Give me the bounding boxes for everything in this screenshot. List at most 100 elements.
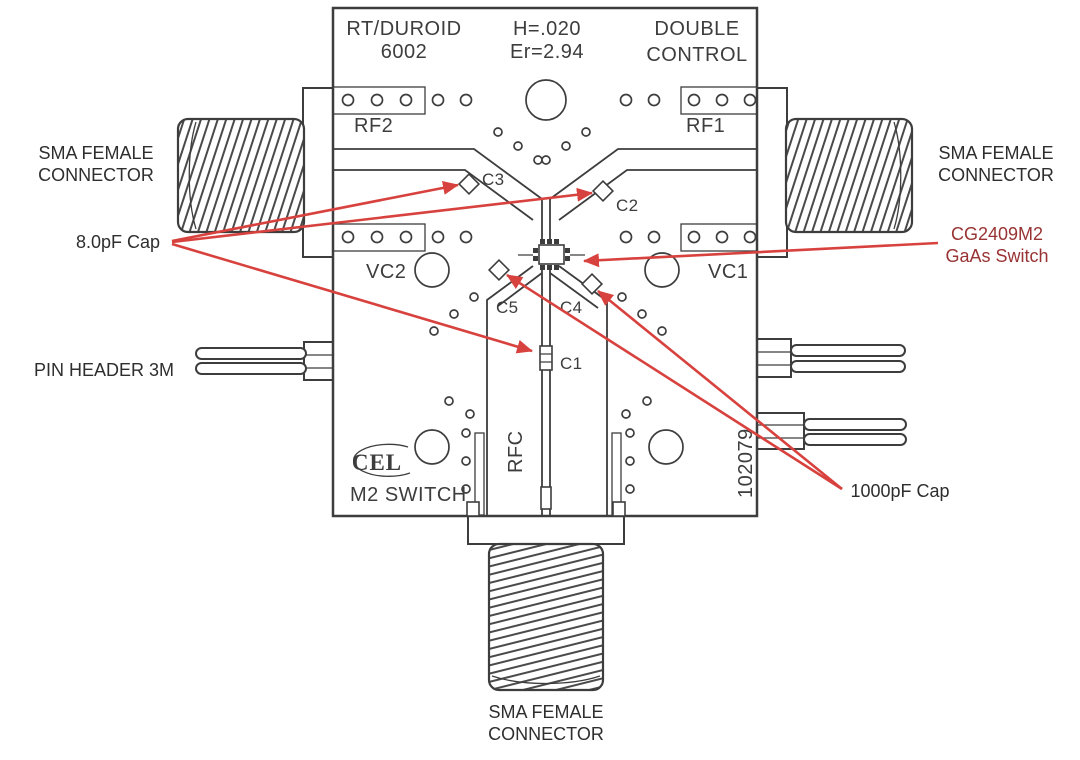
switch-pin — [533, 248, 538, 253]
sma-right-endcap-curve — [893, 121, 902, 230]
callout-sma-right-line2: CONNECTOR — [938, 165, 1054, 185]
sma-connector-right — [756, 87, 914, 258]
footprint-bracket-top-left — [332, 86, 426, 115]
footprint-bracket-top-right — [680, 86, 758, 115]
via-hole — [370, 93, 384, 107]
sma-left-flange — [302, 87, 334, 258]
callout-labels: SMA FEMALE CONNECTOR 8.0pF Cap PIN HEADE… — [34, 143, 1054, 744]
refdes-c1: C1 — [560, 354, 582, 373]
refdes-c3: C3 — [482, 170, 504, 189]
via-hole — [429, 326, 439, 336]
mounting-hole-top-center — [525, 79, 567, 121]
port-label-rfc: RFC — [505, 430, 527, 473]
sma-bottom-pad-right — [612, 501, 626, 517]
via-hole — [399, 93, 413, 107]
callout-1000pf-cap: 1000pF Cap — [850, 481, 949, 501]
via-hole — [619, 230, 633, 244]
via-hole — [461, 484, 471, 494]
switch-body — [538, 244, 565, 265]
pin-header-right-upper-pin-bottom — [790, 360, 906, 373]
substrate-label-line1: RT/DUROID — [346, 18, 461, 40]
sma-left-threaded-body — [176, 117, 306, 234]
via-hole — [715, 230, 729, 244]
via-hole — [459, 230, 473, 244]
capacitor-c1-terminals — [540, 353, 552, 363]
via-hole — [541, 155, 551, 165]
sma-left-endcap-curve — [188, 121, 197, 230]
via-hole — [657, 326, 667, 336]
via-hole — [687, 93, 701, 107]
sma-connector-left — [176, 87, 334, 258]
via-hole — [743, 93, 757, 107]
arrow-8pf-to-c3 — [171, 181, 459, 243]
switch-pin — [540, 265, 545, 270]
pin-header-left-pin-bottom — [195, 362, 307, 375]
via-hole — [461, 456, 471, 466]
via-hole — [431, 230, 445, 244]
arrow-label-to-switch — [583, 241, 939, 268]
via-hole — [533, 155, 543, 165]
switch-pin — [533, 256, 538, 261]
via-hole — [625, 484, 635, 494]
sma-bottom-flange — [467, 515, 625, 545]
rf2-trace-upper-edge — [333, 148, 543, 244]
port-label-vc1: VC1 — [708, 261, 748, 283]
capacitor-c4 — [580, 272, 604, 296]
via-hole — [431, 93, 445, 107]
via-hole — [461, 428, 471, 438]
mounting-hole — [414, 252, 450, 288]
via-hole — [647, 93, 661, 107]
via-hole — [715, 93, 729, 107]
callout-8pf-cap: 8.0pF Cap — [76, 232, 160, 252]
via-hole — [561, 141, 571, 151]
via-hole — [469, 292, 479, 302]
sma-bottom-pad-left — [466, 501, 480, 517]
via-hole — [449, 309, 459, 319]
callout-gaas-switch-line2: GaAs Switch — [945, 246, 1048, 266]
dielectric-param-label: Er=2.94 — [510, 41, 584, 63]
switch-pin — [554, 265, 559, 270]
via-hole — [513, 141, 523, 151]
callout-pin-header: PIN HEADER 3M — [34, 360, 174, 380]
via-hole — [619, 93, 633, 107]
sma-right-threaded-body — [784, 117, 914, 234]
callout-sma-right-line1: SMA FEMALE — [938, 143, 1053, 163]
via-hole — [642, 396, 652, 406]
rfc-launch-pad — [540, 486, 552, 510]
sma-bottom-threaded-body — [487, 542, 605, 692]
mounting-hole — [648, 429, 684, 465]
vc2-trace-inner-edge — [497, 272, 543, 307]
refdes-c5: C5 — [496, 298, 518, 317]
gaas-switch-ic — [518, 239, 585, 270]
control-label-line1: DOUBLE — [654, 18, 739, 40]
rf1-trace-upper-edge — [549, 148, 757, 244]
switch-pin — [565, 248, 570, 253]
arrow-1000pf-to-c4 — [597, 289, 843, 491]
via-hole — [493, 127, 503, 137]
pcb-board: RT/DUROID 6002 H=.020 Er=2.94 DOUBLE CON… — [331, 6, 759, 518]
via-hole — [444, 396, 454, 406]
switch-pin — [554, 239, 559, 244]
footprint-bracket-mid-right — [680, 223, 758, 252]
via-hole — [617, 292, 627, 302]
sma-connector-bottom — [467, 515, 625, 692]
footprint-bracket-mid-left — [332, 223, 426, 252]
mounting-hole — [644, 252, 680, 288]
sma-right-flange — [756, 87, 788, 258]
mounting-hole — [414, 429, 450, 465]
pin-header-right-lower-pin-top — [803, 418, 907, 431]
via-hole — [341, 230, 355, 244]
refdes-c2: C2 — [616, 196, 638, 215]
port-label-rf1: RF1 — [686, 115, 725, 137]
arrow-8pf-to-c1 — [171, 242, 533, 354]
pin-header-left-pin-top — [195, 347, 307, 360]
via-hole — [647, 230, 661, 244]
capacitor-c5 — [487, 258, 511, 282]
via-hole — [743, 230, 757, 244]
pin-header-right-lower-pin-bottom — [803, 433, 907, 446]
refdes-c4: C4 — [560, 298, 582, 317]
control-label-line2: CONTROL — [646, 44, 747, 66]
via-hole — [687, 230, 701, 244]
